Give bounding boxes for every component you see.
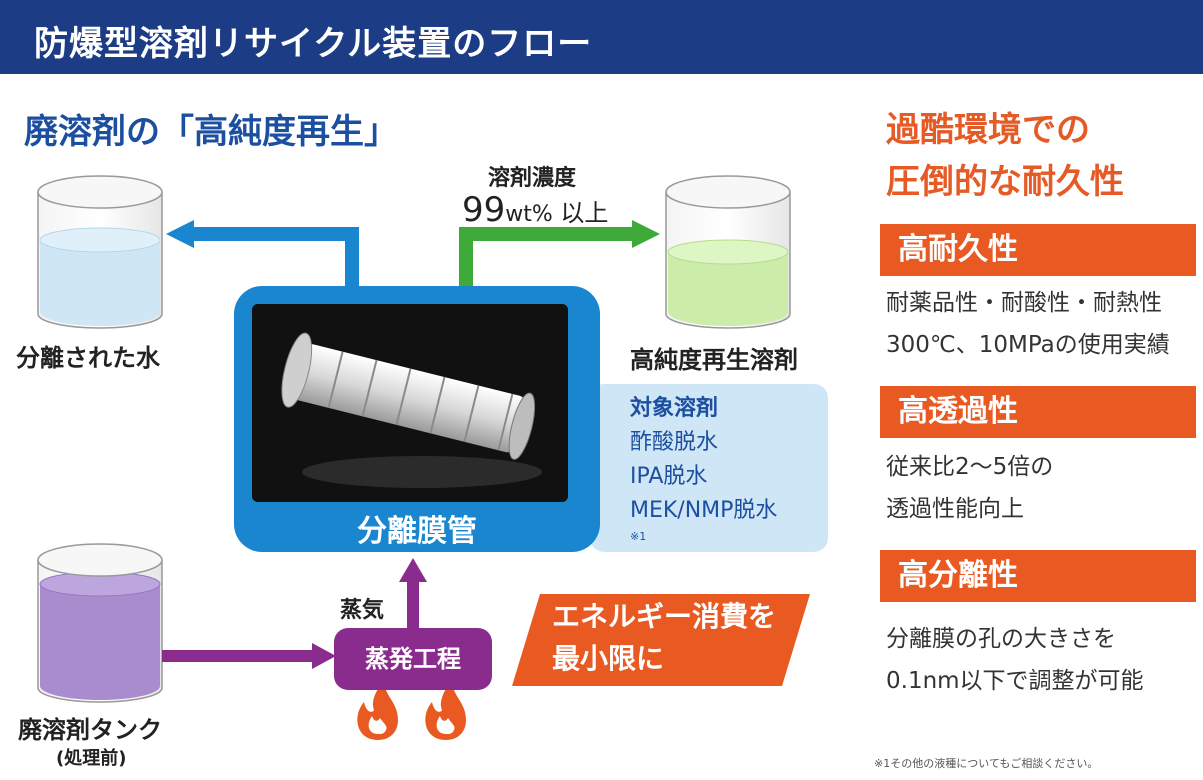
product-arrow-icon xyxy=(459,220,660,286)
water-arrow-icon xyxy=(166,220,359,286)
target-solvent-item: MEK/NMP脱水 xyxy=(630,498,778,523)
flame-icon xyxy=(357,680,398,740)
target-solvents-heading: 対象溶剤 xyxy=(630,396,719,421)
steam-arrow-icon xyxy=(399,558,427,628)
feature-desc-line: 300℃、10MPaの使用実績 xyxy=(886,332,1170,358)
flame-icon xyxy=(425,680,466,740)
target-solvent-item: 酢酸脱水 xyxy=(630,430,719,455)
tank-label: 廃溶剤タンク xyxy=(18,716,162,744)
feature-desc-permeability: 従来比2〜5倍の 透過性能向上 xyxy=(886,446,1053,530)
energy-callout-line: エネルギー消費を xyxy=(552,600,777,633)
water-tank-icon xyxy=(37,175,163,329)
features-heading-line: 過酷環境での xyxy=(886,110,1090,150)
energy-callout-line: 最小限に xyxy=(552,642,665,675)
membrane-tube-image xyxy=(252,304,568,502)
concentration-value: 99wt% 以上 xyxy=(462,190,608,230)
feature-badge-permeability: 高透過性 xyxy=(880,386,1196,438)
membrane-label: 分離膜管 xyxy=(357,514,477,549)
feature-desc-durability: 耐薬品性・耐酸性・耐熱性 300℃、10MPaの使用実績 xyxy=(886,282,1170,366)
feature-badge-separation: 高分離性 xyxy=(880,550,1196,602)
target-solvents-list: 対象溶剤 酢酸脱水 IPA脱水 MEK/NMP脱水 xyxy=(630,392,777,528)
feature-desc-line: 従来比2〜5倍の xyxy=(886,454,1054,480)
concentration-number: 99 xyxy=(462,190,506,230)
title-bar xyxy=(0,0,1203,74)
water-label: 分離された水 xyxy=(16,344,160,372)
feature-desc-line: 0.1nm以下で調整が可能 xyxy=(886,668,1144,694)
flow-subtitle: 廃溶剤の「高純度再生」 xyxy=(24,112,398,152)
product-tank-icon xyxy=(665,175,791,329)
energy-callout-text: エネルギー消費を 最小限に xyxy=(552,596,776,680)
feature-desc-line: 分離膜の孔の大きさを xyxy=(886,626,1116,652)
concentration-label: 溶剤濃度 xyxy=(488,166,577,191)
feature-desc-line: 耐薬品性・耐酸性・耐熱性 xyxy=(886,290,1162,316)
steam-label: 蒸気 xyxy=(340,598,385,623)
target-solvents-panel xyxy=(590,384,828,552)
page-title: 防爆型溶剤リサイクル装置のフロー xyxy=(34,24,593,64)
target-solvents-note: ※1 xyxy=(630,530,647,543)
feature-desc-separation: 分離膜の孔の大きさを 0.1nm以下で調整が可能 xyxy=(886,618,1144,702)
feature-badge-durability: 高耐久性 xyxy=(880,224,1196,276)
membrane-photo xyxy=(252,304,568,502)
concentration-suffix: 以上 xyxy=(552,199,609,227)
feature-desc-line: 透過性能向上 xyxy=(886,496,1024,522)
waste-tank-icon xyxy=(37,543,163,703)
energy-callout-shape xyxy=(512,594,810,686)
product-label: 高純度再生溶剤 xyxy=(630,346,798,374)
features-heading: 過酷環境での 圧倒的な耐久性 xyxy=(886,104,1124,208)
concentration-unit: wt% xyxy=(505,202,553,227)
feed-arrow-icon xyxy=(162,643,336,669)
target-solvent-item: IPA脱水 xyxy=(630,464,708,489)
features-heading-line: 圧倒的な耐久性 xyxy=(886,162,1124,202)
footnote: ※1その他の液種についてもご相談ください。 xyxy=(874,757,1099,770)
tank-sublabel: (処理前) xyxy=(56,748,127,769)
evaporation-box: 蒸発工程 xyxy=(334,628,492,690)
